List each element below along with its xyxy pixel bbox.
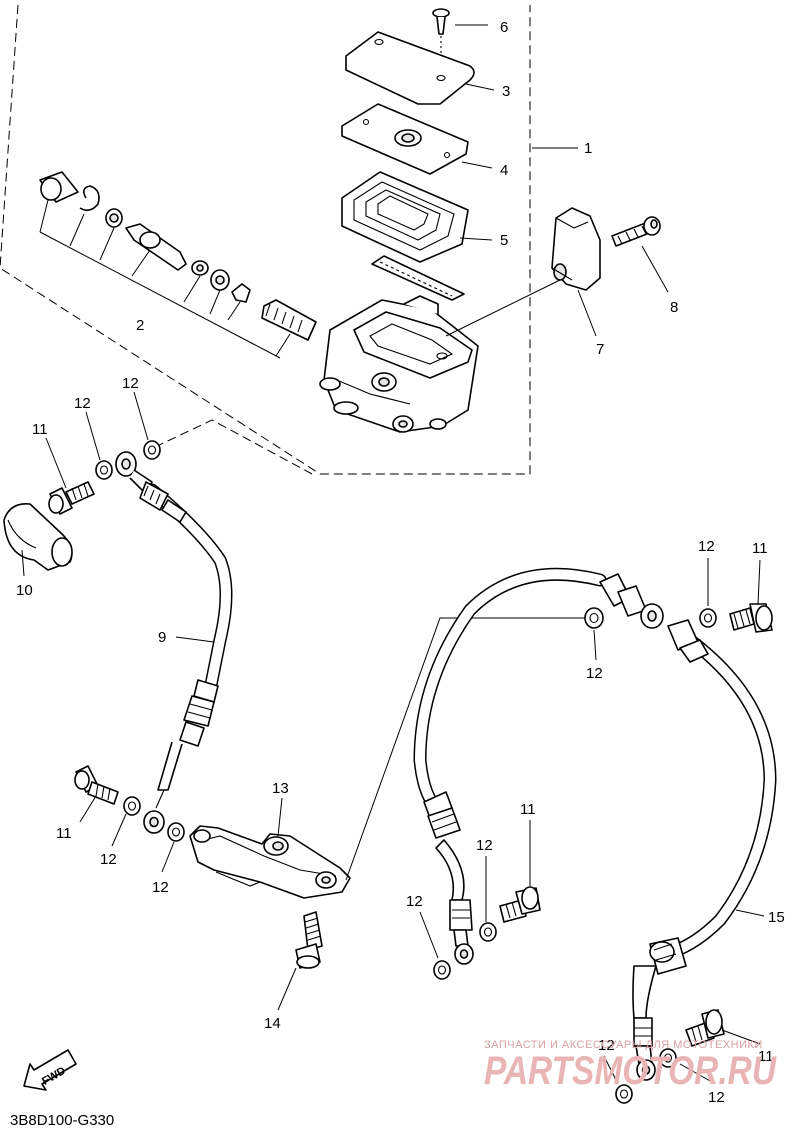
brake-hose-15[interactable]: [413, 567, 777, 1081]
diaphragm-plate-4[interactable]: [341, 103, 469, 175]
callout-12-f: 12: [586, 665, 603, 682]
callout-14: 14: [264, 1015, 281, 1032]
bolt-8[interactable]: [611, 216, 661, 247]
watermark-brand: PARTSMOTOR.RU: [484, 1049, 777, 1093]
washer-12-a[interactable]: [95, 460, 113, 480]
callout-9: 9: [158, 629, 166, 646]
callout-11-e: 11: [758, 1048, 774, 1065]
washer-12-d[interactable]: [167, 822, 185, 842]
washer-12-b[interactable]: [143, 440, 161, 460]
callout-3: 3: [502, 83, 510, 100]
master-cylinder-body[interactable]: [319, 295, 479, 433]
screw-6[interactable]: [432, 8, 450, 70]
callout-12-b: 12: [74, 395, 91, 412]
washer-12-c[interactable]: [123, 796, 141, 816]
brake-hose-9[interactable]: [115, 451, 233, 809]
callout-15: 15: [768, 909, 785, 926]
fwd-arrow-icon: FWD: [23, 1049, 77, 1091]
callout-1: 1: [584, 140, 592, 157]
union-bolt-11-top[interactable]: [48, 481, 95, 515]
washer-12-f[interactable]: [699, 608, 717, 628]
callout-12-c: 12: [100, 851, 117, 868]
callout-5: 5: [500, 232, 508, 249]
callout-11-c: 11: [752, 540, 768, 557]
callout-7: 7: [596, 341, 604, 358]
washer-12-i[interactable]: [659, 1048, 677, 1068]
callout-4: 4: [500, 162, 508, 179]
piston-kit-2[interactable]: [39, 171, 317, 359]
washer-12-g[interactable]: [479, 922, 497, 942]
washer-12-e[interactable]: [584, 607, 604, 629]
assembly-boundary: [0, 4, 531, 475]
rubber-cap-10[interactable]: [3, 503, 73, 571]
diaphragm-5[interactable]: [341, 171, 469, 263]
callout-11-a: 11: [32, 421, 48, 438]
callout-12-i: 12: [598, 1037, 615, 1054]
gasket: [371, 255, 465, 301]
diagram-code: 3B8D100-G330: [10, 1112, 114, 1129]
callout-12-e: 12: [698, 538, 715, 555]
callout-8: 8: [670, 299, 678, 316]
washer-12-j[interactable]: [615, 1084, 633, 1104]
callout-11-d: 11: [520, 801, 536, 818]
callout-12-g: 12: [476, 837, 493, 854]
bolt-14[interactable]: [295, 911, 323, 969]
callout-10: 10: [16, 582, 33, 599]
union-bolt-11-right-top[interactable]: [729, 603, 773, 633]
callout-12-a: 12: [122, 375, 139, 392]
union-bolt-11-right-mid[interactable]: [499, 886, 541, 923]
callout-6: 6: [500, 19, 508, 36]
watermark-tagline: ЗАПЧАСТИ И АКСЕССУАРЫ ДЛЯ МОТОТЕХНИКИ: [484, 1039, 763, 1051]
holder-7[interactable]: [551, 207, 601, 291]
callout-12-d: 12: [152, 879, 169, 896]
union-bolt-11-right-bottom[interactable]: [685, 1009, 725, 1047]
connector-line: [154, 419, 313, 475]
union-bolt-11-mid[interactable]: [74, 765, 119, 805]
callout-2: 2: [136, 317, 144, 334]
reservoir-cap-3[interactable]: [345, 31, 475, 105]
brake-hose-joint-13[interactable]: [189, 825, 351, 899]
washer-12-h[interactable]: [433, 960, 451, 980]
callout-12-j: 12: [708, 1089, 725, 1106]
callout-12-h: 12: [406, 893, 423, 910]
callout-13: 13: [272, 780, 289, 797]
callout-11-b: 11: [56, 825, 72, 842]
